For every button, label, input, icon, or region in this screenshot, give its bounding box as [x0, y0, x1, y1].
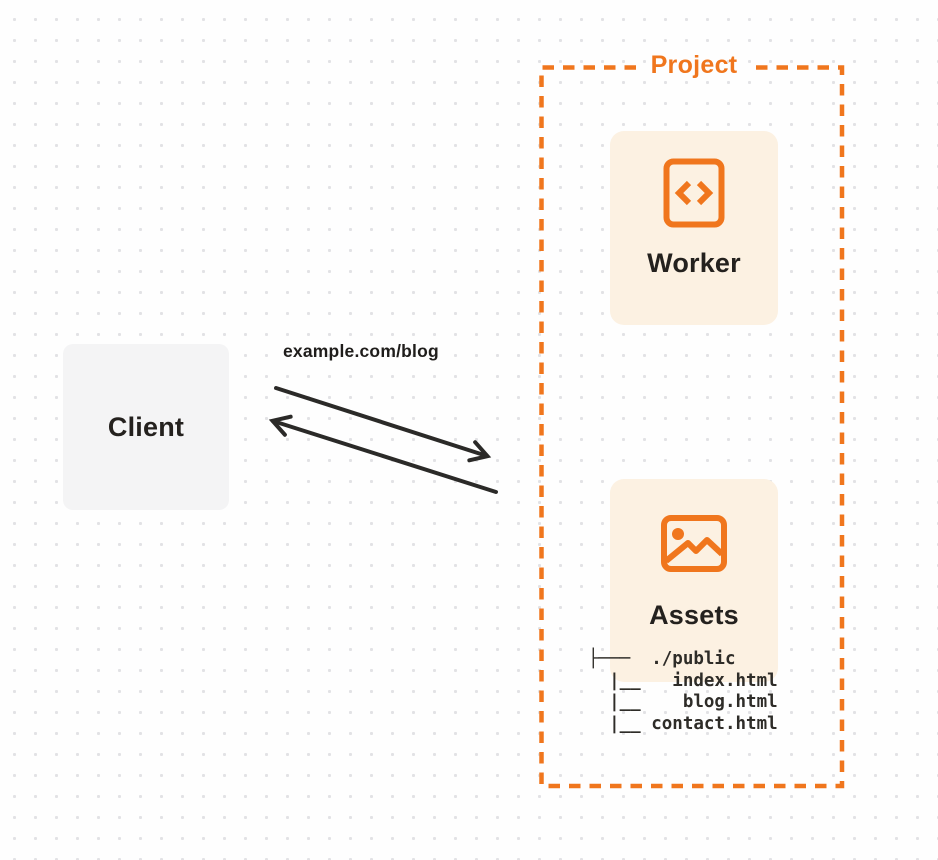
file-tree-line: |__ contact.html	[588, 713, 778, 734]
client-label: Client	[107, 411, 185, 442]
file-tree-line: |__ blog.html	[588, 692, 778, 712]
request-url-label: example.com/blog	[283, 341, 439, 361]
assets-label: Assets	[649, 600, 739, 630]
worker-label: Worker	[647, 248, 741, 278]
assets-file-tree: ├─── ./public |__ index.html |__ blog.ht…	[588, 649, 778, 735]
file-tree-line: ├─── ./public	[588, 649, 736, 669]
image-icon	[661, 515, 727, 572]
code-document-icon	[663, 158, 725, 228]
response-arrow	[268, 414, 498, 494]
assets-node: Assets	[610, 479, 778, 682]
project-dashed-border	[539, 65, 845, 789]
client-node: Client	[63, 344, 229, 510]
request-arrow	[274, 386, 492, 463]
worker-node: Worker	[610, 131, 778, 325]
file-tree-line: |__ index.html	[588, 670, 778, 691]
project-group-label: Project	[650, 51, 738, 79]
